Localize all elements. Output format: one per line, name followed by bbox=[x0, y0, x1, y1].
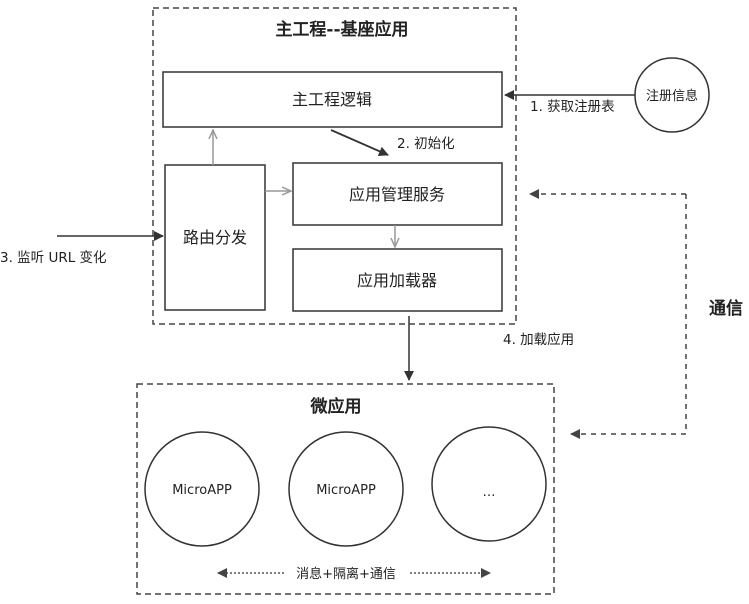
micro-app-label: MicroAPP bbox=[172, 483, 232, 498]
app-manager-label: 应用管理服务 bbox=[349, 185, 445, 204]
main-container-title: 主工程--基座应用 bbox=[275, 19, 408, 40]
communication-connector bbox=[570, 194, 687, 439]
main-logic-box bbox=[162, 71, 503, 128]
micro-app-circle bbox=[144, 431, 260, 547]
communication-label: 通信 bbox=[709, 298, 743, 319]
registry-label: 注册信息 bbox=[646, 88, 698, 104]
init-arrow bbox=[330, 129, 389, 156]
main-logic-label: 主工程逻辑 bbox=[292, 90, 372, 109]
micro-app-circle bbox=[288, 431, 404, 547]
router-box bbox=[164, 164, 266, 311]
load-apps-label: 4. 加载应用 bbox=[503, 331, 574, 348]
main-container bbox=[152, 7, 517, 325]
micro-container bbox=[136, 383, 555, 595]
micro-app-circle bbox=[431, 426, 547, 542]
app-loader-box bbox=[292, 248, 503, 312]
get-registry-label: 1. 获取注册表 bbox=[530, 99, 615, 115]
app-loader-label: 应用加载器 bbox=[357, 271, 437, 290]
listen-url-label: 3. 监听 URL 变化 bbox=[0, 250, 107, 266]
init-label: 2. 初始化 bbox=[397, 135, 455, 152]
micro-container-title: 微应用 bbox=[310, 396, 362, 417]
micro-app-label: … bbox=[483, 485, 496, 500]
footer-label: 消息+隔离+通信 bbox=[296, 566, 396, 582]
micro-app-label: MicroAPP bbox=[316, 483, 376, 498]
app-manager-box bbox=[292, 162, 503, 226]
router-label: 路由分发 bbox=[183, 228, 247, 247]
